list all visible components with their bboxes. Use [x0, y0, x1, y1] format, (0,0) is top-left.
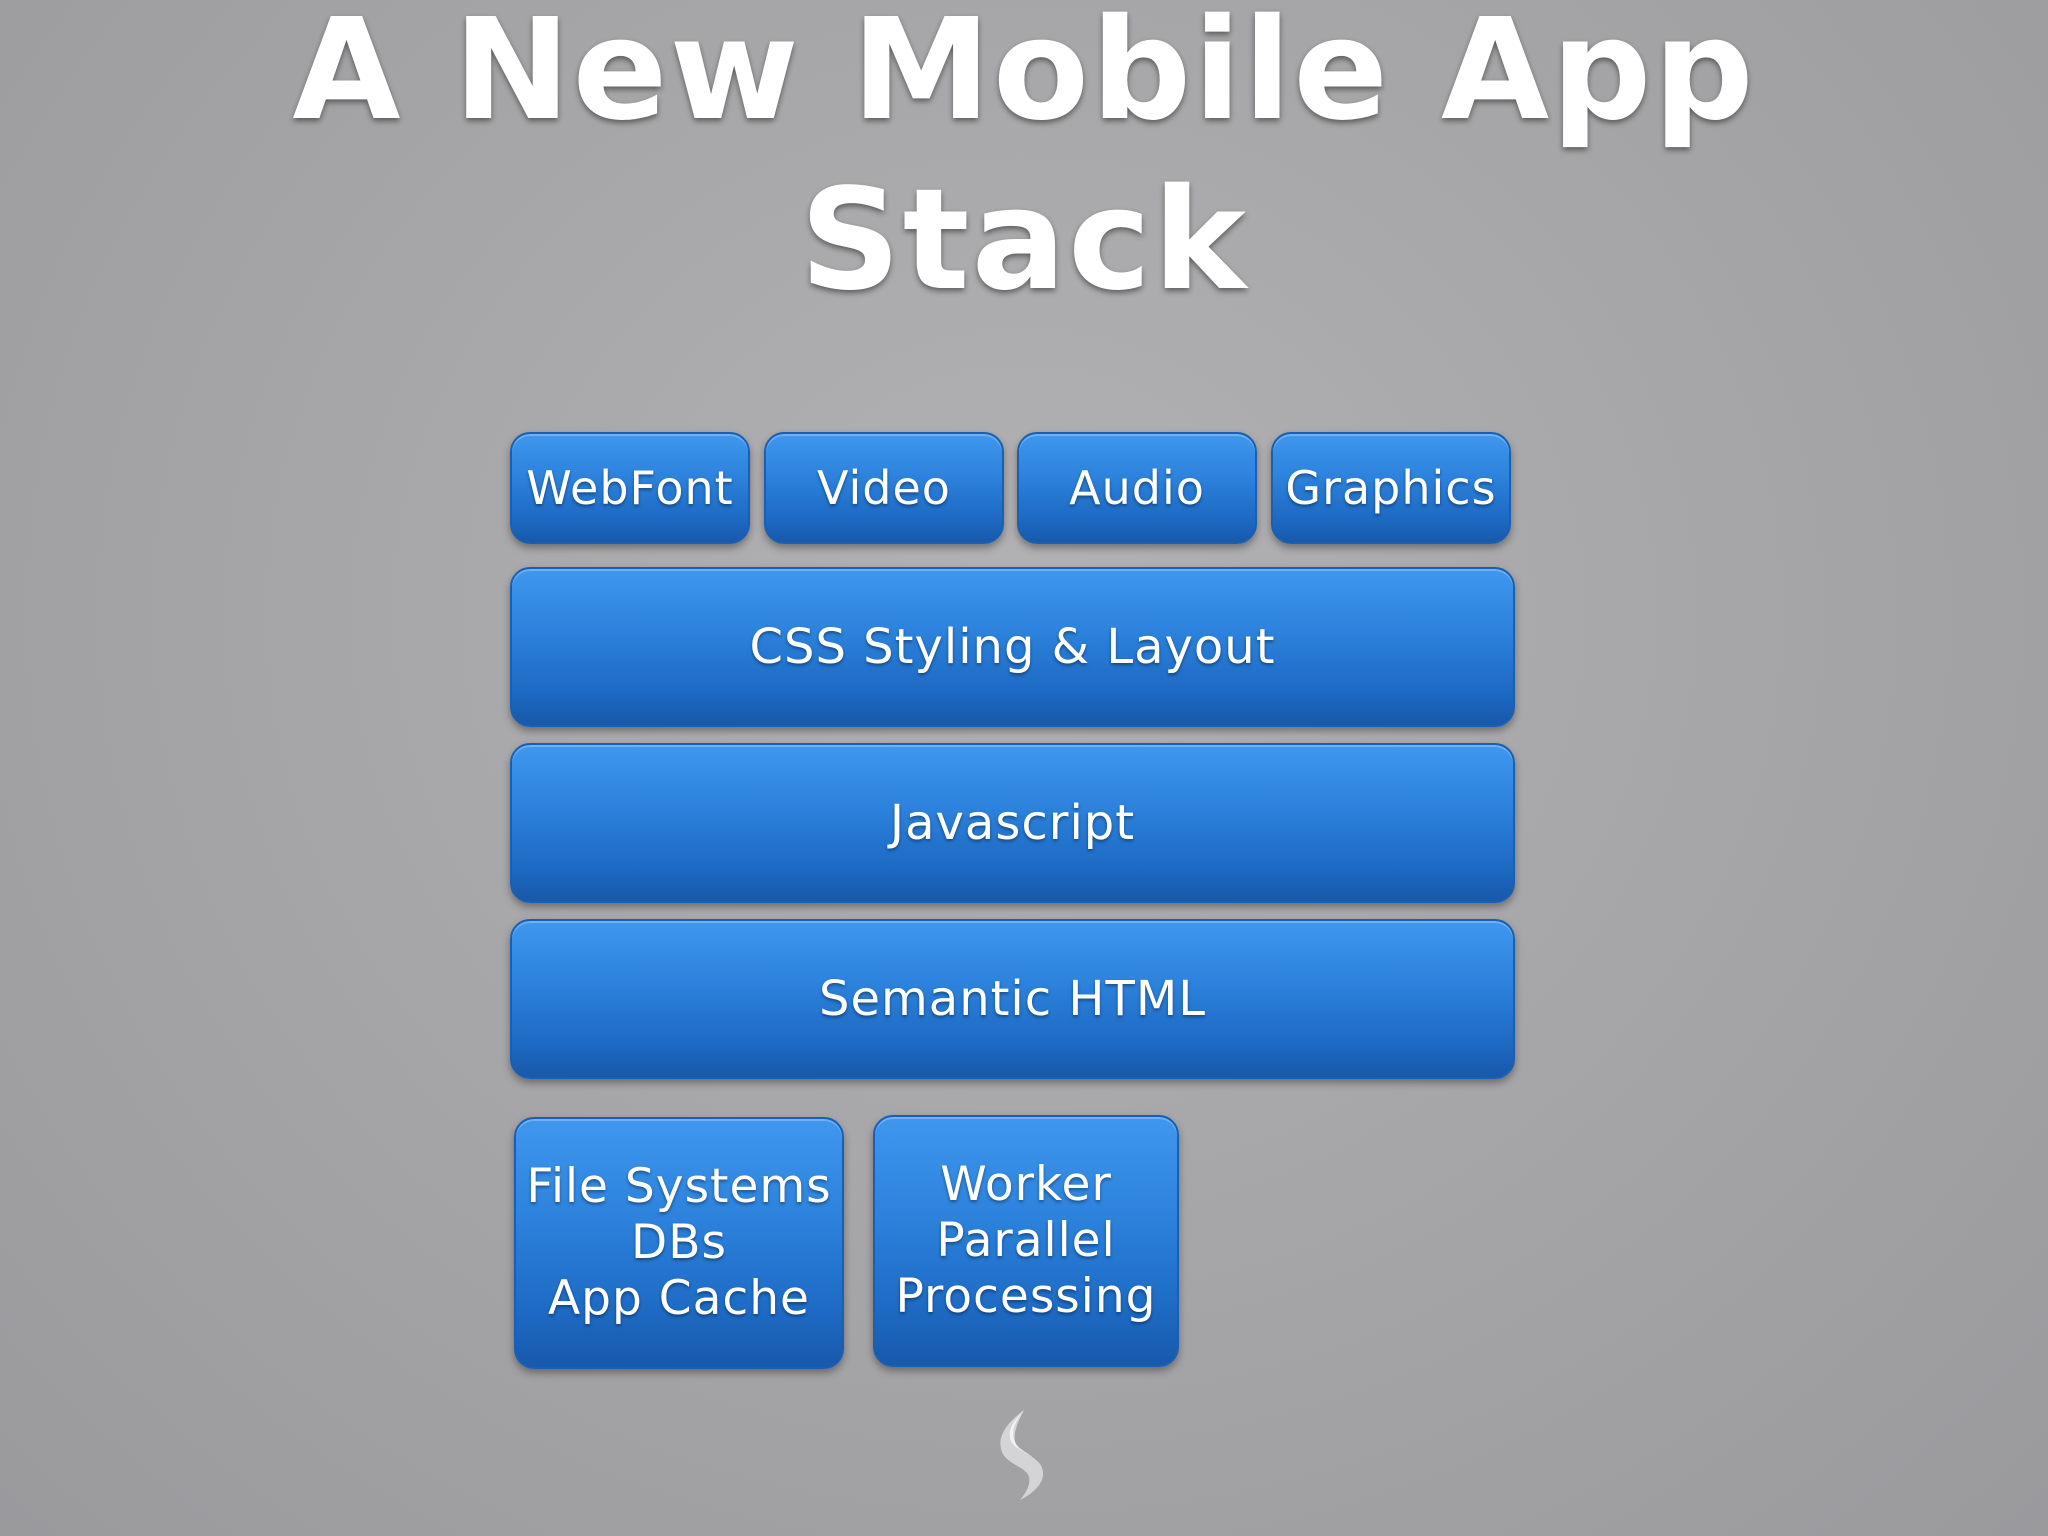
- css-label: CSS Styling & Layout: [749, 619, 1276, 675]
- title-line-2: Stack: [799, 159, 1249, 322]
- storage-box: File Systems DBs App Cache: [514, 1117, 844, 1369]
- audio-box: Audio: [1017, 432, 1257, 544]
- css-layer: CSS Styling & Layout: [510, 567, 1515, 727]
- webfont-box: WebFont: [510, 432, 750, 544]
- graphics-box: Graphics: [1271, 432, 1511, 544]
- video-box: Video: [764, 432, 1004, 544]
- storage-line-1: File Systems: [526, 1159, 832, 1214]
- worker-line-1: Worker: [940, 1157, 1112, 1212]
- slide-title: A New Mobile App Stack: [0, 0, 2048, 326]
- storage-line-3: App Cache: [548, 1271, 810, 1326]
- worker-line-3: Processing: [895, 1269, 1157, 1324]
- audio-label: Audio: [1069, 461, 1205, 515]
- javascript-label: Javascript: [889, 795, 1136, 851]
- semantic-html-layer: Semantic HTML: [510, 919, 1515, 1079]
- video-label: Video: [817, 461, 951, 515]
- graphics-label: Graphics: [1285, 461, 1497, 515]
- semantic-html-label: Semantic HTML: [819, 971, 1206, 1027]
- sencha-logo-icon: [1000, 1410, 1044, 1500]
- title-line-1: A New Mobile App: [292, 0, 1756, 152]
- storage-line-2: DBs: [631, 1215, 727, 1270]
- worker-line-2: Parallel: [936, 1213, 1116, 1268]
- worker-box: Worker Parallel Processing: [873, 1115, 1179, 1367]
- javascript-layer: Javascript: [510, 743, 1515, 903]
- webfont-label: WebFont: [526, 461, 734, 515]
